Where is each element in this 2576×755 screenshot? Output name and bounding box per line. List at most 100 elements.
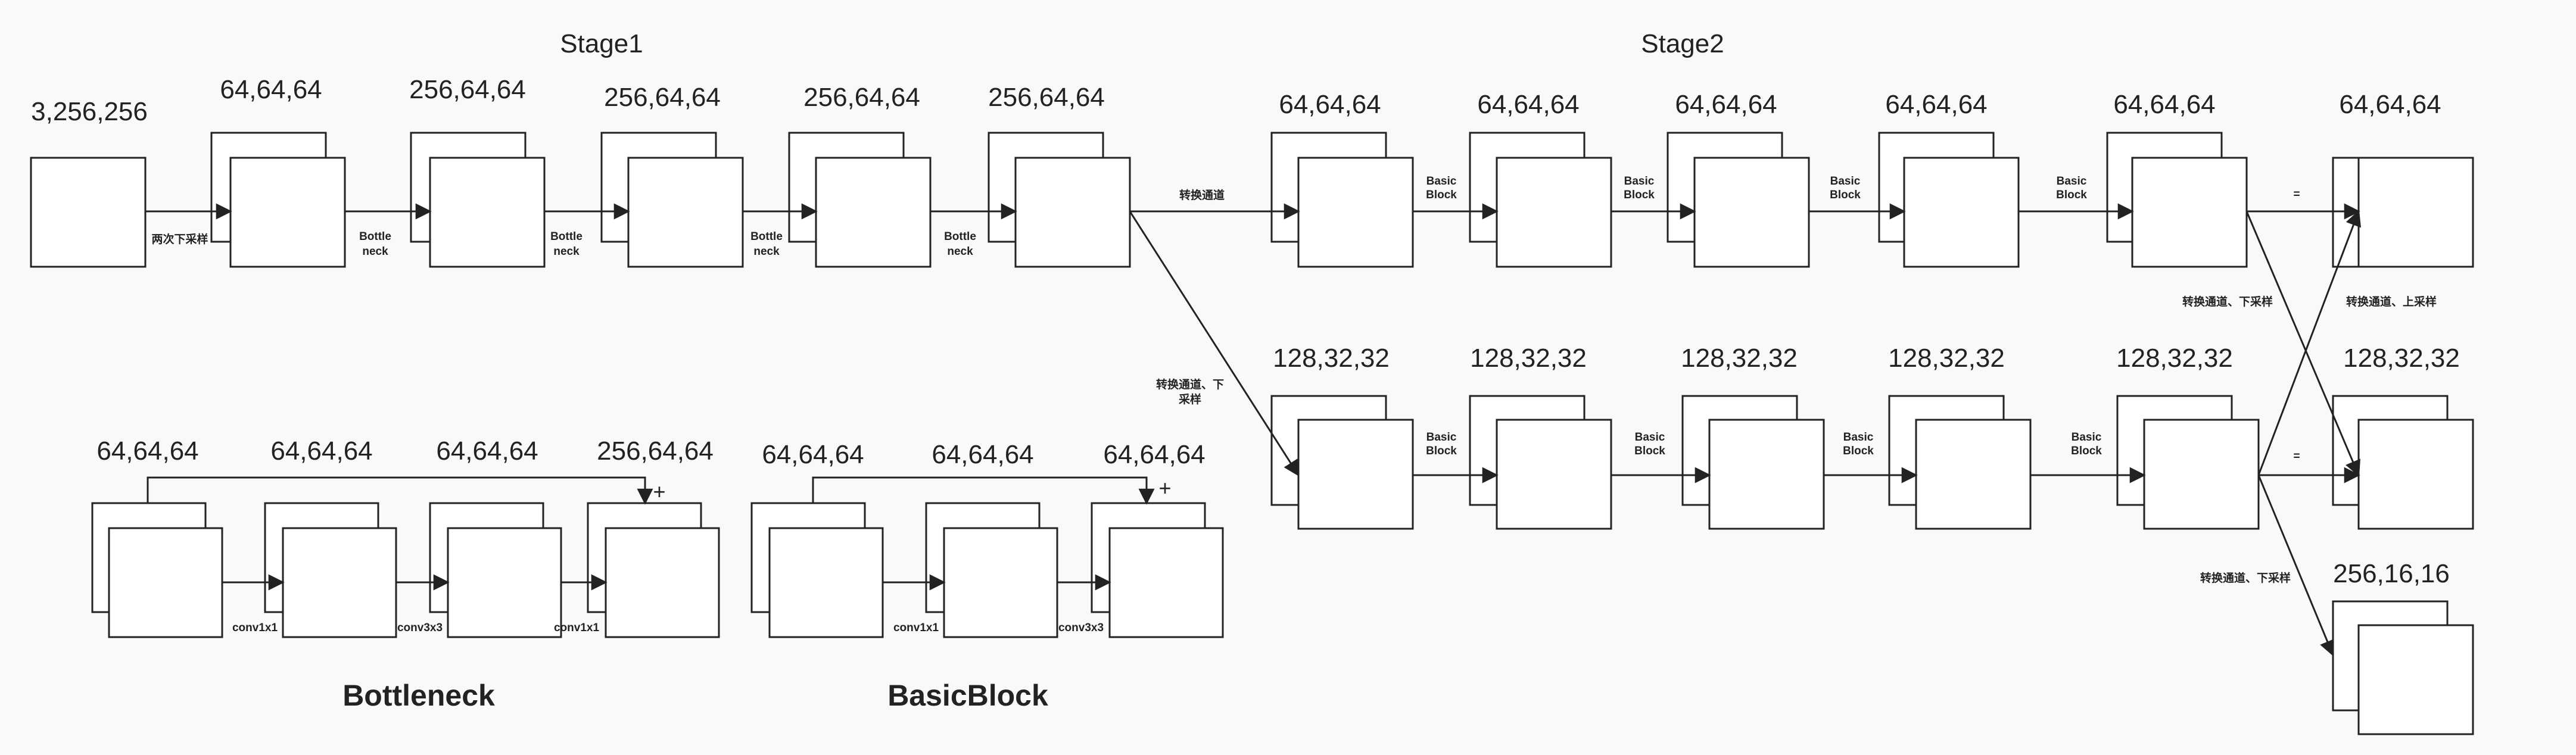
stage1-title: Stage1	[560, 29, 643, 58]
bneck-dim-2: 64,64,64	[270, 436, 372, 466]
label-neck-1: neck	[362, 245, 388, 258]
input-dim: 3,256,256	[31, 97, 148, 126]
s1-block-4	[788, 132, 932, 268]
label-neck-4: neck	[947, 245, 973, 258]
label-neck-2: neck	[553, 245, 580, 258]
top-dim-4: 64,64,64	[1885, 90, 1987, 119]
label-basic-t2: Basic	[1624, 175, 1655, 188]
top-block-3	[1667, 132, 1810, 268]
bneck-block-4	[587, 502, 720, 638]
label-block-m3: Block	[1843, 445, 1874, 457]
mid-dim-3: 128,32,32	[1681, 344, 1798, 373]
mid-dim-5: 128,32,32	[2116, 344, 2233, 373]
bblock-block-2	[925, 502, 1058, 638]
s1-block-1	[210, 132, 346, 268]
input-tensor-box	[30, 157, 147, 268]
top-dim-2: 64,64,64	[1477, 90, 1579, 119]
bblock-dim-1: 64,64,64	[762, 440, 864, 469]
bneck-dim-1: 64,64,64	[96, 436, 198, 466]
mid-block-6	[2332, 395, 2474, 530]
mid-block-2	[1469, 395, 1612, 530]
top-dim-3: 64,64,64	[1675, 90, 1777, 119]
label-convert-up: 转换通道、上采样	[2346, 295, 2437, 308]
mid-dim-1: 128,32,32	[1273, 344, 1390, 373]
bblock-dim-3: 64,64,64	[1103, 440, 1205, 469]
label-neck-3: neck	[753, 245, 780, 258]
top-dim-5: 64,64,64	[2113, 90, 2215, 119]
label-bottle-3: Bottle	[750, 230, 783, 243]
fuse-arrow-low	[2257, 475, 2335, 657]
label-convert-down-b: 采样	[1179, 392, 1201, 406]
label-block-t2: Block	[1624, 189, 1655, 201]
label-block-m2: Block	[1634, 445, 1665, 457]
top-block-1	[1270, 132, 1414, 268]
label-bottle-4: Bottle	[944, 230, 976, 243]
top-block-5	[2106, 132, 2248, 268]
label-block-t1: Block	[1426, 189, 1457, 201]
low-dim: 256,16,16	[2333, 559, 2450, 588]
bblock-conv3x3: conv3x3	[1058, 622, 1104, 634]
mid-block-3	[1681, 395, 1825, 530]
fuse-arrow-up	[2257, 210, 2362, 476]
bblock-block-1	[750, 502, 884, 638]
bneck-skip-connection	[147, 476, 653, 505]
bneck-block-1	[91, 502, 223, 638]
label-bottle-2: Bottle	[550, 230, 583, 243]
s1-block-5	[988, 132, 1131, 268]
top-block-2	[1469, 132, 1612, 268]
mid-block-1	[1270, 395, 1414, 530]
s1-dim-1: 64,64,64	[220, 75, 322, 104]
s1-dim-2: 256,64,64	[409, 75, 526, 104]
bblock-block-3	[1091, 502, 1224, 638]
mid-dim-2: 128,32,32	[1470, 344, 1587, 373]
mid-dim-6: 128,32,32	[2343, 344, 2460, 373]
basicblock-title: BasicBlock	[887, 679, 1048, 712]
label-basic-m4: Basic	[2072, 431, 2102, 444]
label-convert-down-a: 转换通道、下	[1156, 378, 1224, 391]
mid-block-4	[1888, 395, 2032, 530]
bblock-skip-connection	[812, 476, 1155, 505]
bneck-conv1x1-b: conv1x1	[554, 622, 599, 634]
label-convert-channels: 转换通道	[1179, 188, 1225, 202]
s1-block-3	[600, 132, 744, 268]
top-block-4	[1878, 132, 2020, 268]
bottleneck-title: Bottleneck	[342, 679, 495, 712]
stage2-title: Stage2	[1641, 29, 1724, 58]
top-dim-6: 64,64,64	[2339, 90, 2441, 119]
bneck-plus: +	[653, 479, 665, 504]
s1-block-2	[410, 132, 546, 268]
s1-dim-4: 256,64,64	[803, 83, 920, 112]
bblock-conv1x1: conv1x1	[893, 622, 939, 634]
mid-block-5	[2116, 395, 2260, 530]
bneck-block-2	[264, 502, 397, 638]
label-block-t4: Block	[2056, 189, 2087, 201]
label-basic-t4: Basic	[2057, 175, 2087, 188]
bneck-conv3x3: conv3x3	[397, 622, 443, 634]
label-equals-top: =	[2293, 188, 2300, 201]
label-convert-down-low: 转换通道、下采样	[2200, 571, 2291, 585]
label-block-m4: Block	[2071, 445, 2102, 457]
s1-dim-5: 256,64,64	[988, 83, 1105, 112]
low-block	[2332, 600, 2474, 735]
bblock-plus: +	[1158, 476, 1171, 500]
label-basic-m3: Basic	[1843, 431, 1874, 444]
top-block-6	[2332, 157, 2474, 268]
mid-dim-4: 128,32,32	[1888, 344, 2005, 373]
mid-arrow-in	[1129, 211, 1300, 477]
label-basic-m2: Basic	[1635, 431, 1665, 444]
bneck-conv1x1-a: conv1x1	[232, 622, 278, 634]
label-block-t3: Block	[1830, 189, 1861, 201]
top-dim-1: 64,64,64	[1279, 90, 1381, 119]
label-block-m1: Block	[1426, 445, 1457, 457]
label-basic-t3: Basic	[1830, 175, 1861, 188]
label-basic-m1: Basic	[1426, 431, 1457, 444]
label-equals-mid: =	[2293, 450, 2300, 463]
label-downsample-twice: 两次下采样	[151, 232, 208, 246]
bneck-dim-3: 64,64,64	[436, 436, 538, 466]
fuse-arrow-down	[2245, 211, 2360, 477]
bneck-dim-4: 256,64,64	[597, 436, 714, 466]
label-bottle-1: Bottle	[359, 230, 391, 243]
s1-dim-3: 256,64,64	[604, 83, 721, 112]
